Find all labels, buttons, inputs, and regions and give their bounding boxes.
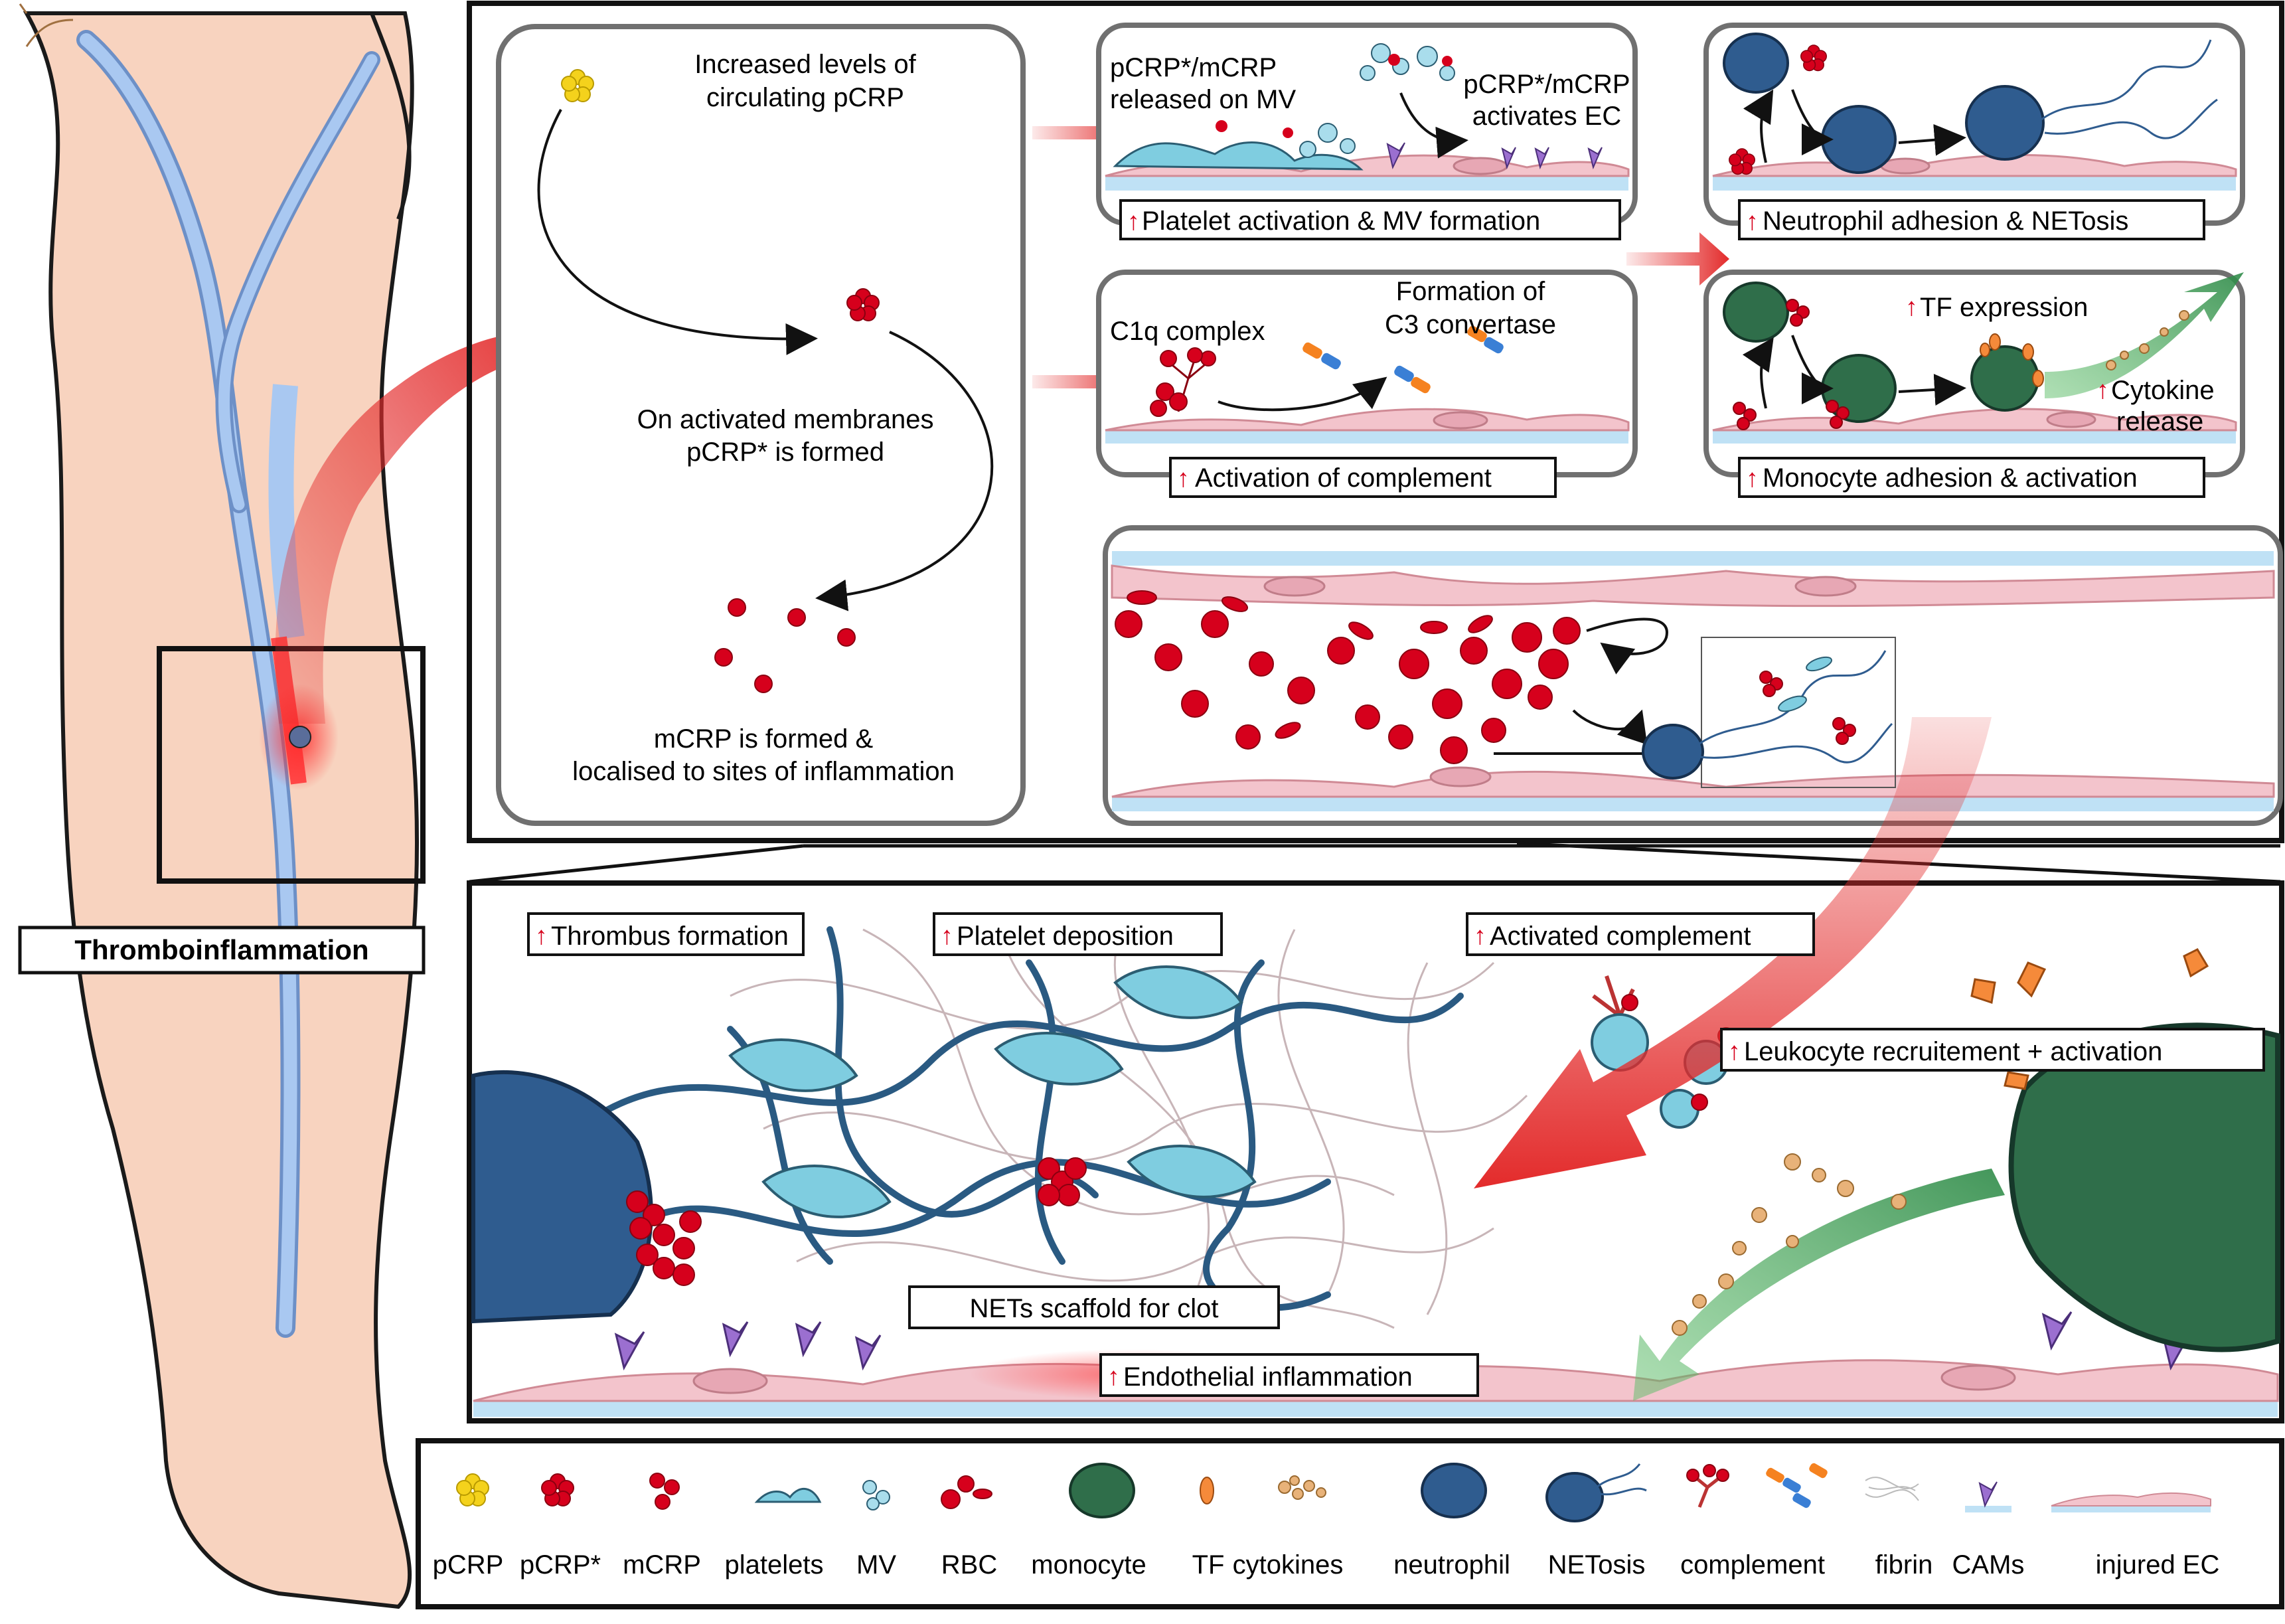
legend-labels: pCRP pCRP* mCRP platelets MV RBC monocyt… (433, 1550, 2220, 1580)
top-frame (467, 1, 2284, 843)
legend-label-fibrin: fibrin (1875, 1550, 1933, 1580)
complement-caption: Activation of complement (1195, 463, 1492, 493)
legend-label-pcrp-star: pCRP* (520, 1550, 601, 1580)
leg-label-box (18, 926, 426, 975)
monocyte-tf-label: TF expression (1920, 293, 2088, 322)
detail-thrombus: Thrombus formation (551, 922, 789, 951)
pcrp-star-text-2: pCRP* is formed (686, 438, 884, 467)
legend-icons (456, 1463, 2211, 1522)
svg-text:↑: ↑ (535, 922, 548, 950)
mv-note-left-1: pCRP*/mCRP (1110, 53, 1277, 82)
detail-leukocyte: Leukocyte recruitement + activation (1744, 1037, 2162, 1066)
legend-label-complement: complement (1680, 1550, 1825, 1580)
mv-note-right-1: pCRP*/mCRP (1463, 70, 1630, 99)
legend-label-mv: MV (856, 1550, 896, 1580)
legend-frame (416, 1438, 2284, 1609)
svg-text:↑: ↑ (941, 922, 953, 950)
vessel-panel (1103, 525, 2283, 826)
detail-labels: ↑ Thrombus formation ↑ Platelet depositi… (527, 912, 2265, 1397)
legend-label-monocyte: monocyte (1031, 1550, 1146, 1580)
arrow-to-mv (1032, 110, 1142, 156)
detail-illustration (471, 717, 2280, 1417)
legend-label-pcrp: pCRP (433, 1550, 504, 1580)
monocyte-cytokine-2: release (2116, 407, 2203, 436)
svg-text:↑: ↑ (1474, 922, 1486, 950)
svg-text:↑: ↑ (1177, 465, 1190, 493)
legend-label-injured-ec: injured EC (2096, 1550, 2220, 1580)
mv-caption: Platelet activation & MV formation (1142, 206, 1540, 236)
svg-text:↑: ↑ (1107, 1363, 1120, 1391)
legend-label-netosis: NETosis (1548, 1550, 1646, 1580)
svg-text:↑: ↑ (1728, 1038, 1741, 1066)
leg-label: Thromboinflammation (74, 934, 368, 965)
legend-label-mcrp: mCRP (623, 1550, 701, 1580)
legend-label-neutrophil: neutrophil (1393, 1550, 1510, 1580)
detail-platelet: Platelet deposition (957, 922, 1174, 951)
complement-panel: C1q complex Formation of C3 convertase ↑… (1096, 270, 1638, 498)
svg-text:↑: ↑ (1746, 465, 1759, 493)
detail-complement: Activated complement (1490, 922, 1751, 951)
legend-label-cams: CAMs (1952, 1550, 2025, 1580)
mcrp-text-1: mCRP is formed & (654, 724, 874, 754)
svg-text:↑: ↑ (1127, 208, 1140, 236)
detail-nets: NETs scaffold for clot (970, 1294, 1219, 1323)
neutrophil-caption: Neutrophil adhesion & NETosis (1763, 206, 2128, 236)
monocyte-caption: Monocyte adhesion & activation (1763, 463, 2138, 493)
detail-endothelial: Endothelial inflammation (1123, 1362, 1413, 1392)
pcrp-star-text-1: On activated membranes (637, 405, 934, 434)
arrow-to-cells (1626, 232, 1729, 285)
leg-illustration (19, 3, 420, 1609)
legend-label-cytokines: cytokines (1233, 1550, 1344, 1580)
complement-note-right-1: Formation of (1396, 277, 1545, 306)
svg-text:↑: ↑ (1905, 293, 1918, 321)
complement-note-left: C1q complex (1110, 317, 1265, 346)
pathway-box (496, 24, 1026, 826)
monocyte-panel: ↑ TF expression ↑ Cytokine release ↑ Mon… (1703, 270, 2245, 498)
arrow-to-complement (1032, 359, 1142, 405)
neutrophil-panel: ↑ Neutrophil adhesion & NETosis (1703, 23, 2245, 240)
legend-label-tf: TF (1192, 1550, 1225, 1580)
mv-panel: pCRP*/mCRP released on MV pCRP*/mCRP act… (1096, 23, 1638, 240)
svg-text:↑: ↑ (2096, 376, 2109, 404)
monocyte-cytokine-1: Cytokine (2111, 376, 2215, 405)
svg-text:↑: ↑ (1746, 208, 1759, 236)
mcrp-text-2: localised to sites of inflammation (572, 757, 955, 786)
complement-note-right-2: C3 convertase (1385, 310, 1556, 339)
mv-note-left-2: released on MV (1110, 85, 1296, 114)
mv-note-right-2: activates EC (1472, 102, 1622, 131)
pcrp-text-2: circulating pCRP (706, 83, 904, 112)
detail-frame (467, 880, 2284, 1423)
pcrp-text-1: Increased levels of (694, 50, 916, 79)
legend-label-platelets: platelets (725, 1550, 824, 1580)
legend-label-rbc: RBC (941, 1550, 997, 1580)
